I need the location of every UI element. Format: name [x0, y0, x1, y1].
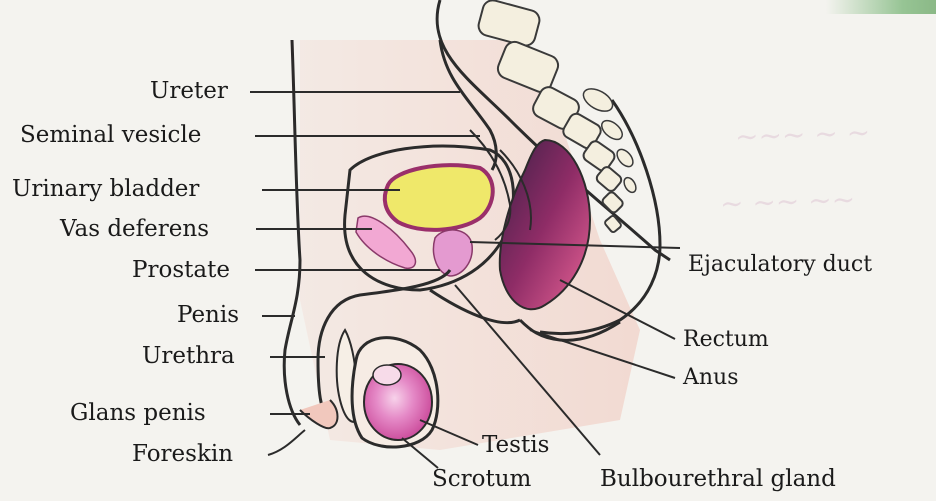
label-foreskin: Foreskin — [132, 443, 233, 466]
abdomen-front-outline — [284, 40, 300, 425]
label-anus: Anus — [683, 367, 739, 389]
label-urinary-bladder: Urinary bladder — [12, 178, 199, 201]
label-bulbourethral-gland: Bulbourethral gland — [600, 468, 836, 491]
label-vas-deferens: Vas deferens — [60, 218, 209, 241]
background-bleed-text: ~~~ ~ ~ — [734, 116, 870, 154]
background-bleed-text-2: ~ ~~ ~~ — [719, 183, 855, 221]
label-scrotum: Scrotum — [432, 468, 531, 491]
label-testis: Testis — [482, 434, 549, 457]
label-rectum: Rectum — [683, 329, 769, 351]
label-penis: Penis — [177, 304, 239, 327]
label-glans-penis: Glans penis — [70, 402, 206, 425]
leader-foreskin — [268, 430, 305, 455]
epididymis-shape — [373, 365, 401, 385]
label-seminal-vesicle: Seminal vesicle — [20, 124, 201, 147]
label-ejaculatory-duct: Ejaculatory duct — [688, 254, 872, 276]
label-urethra: Urethra — [142, 345, 235, 368]
urinary-bladder-shape — [385, 165, 493, 230]
label-prostate: Prostate — [132, 259, 230, 282]
label-ureter: Ureter — [150, 80, 228, 103]
